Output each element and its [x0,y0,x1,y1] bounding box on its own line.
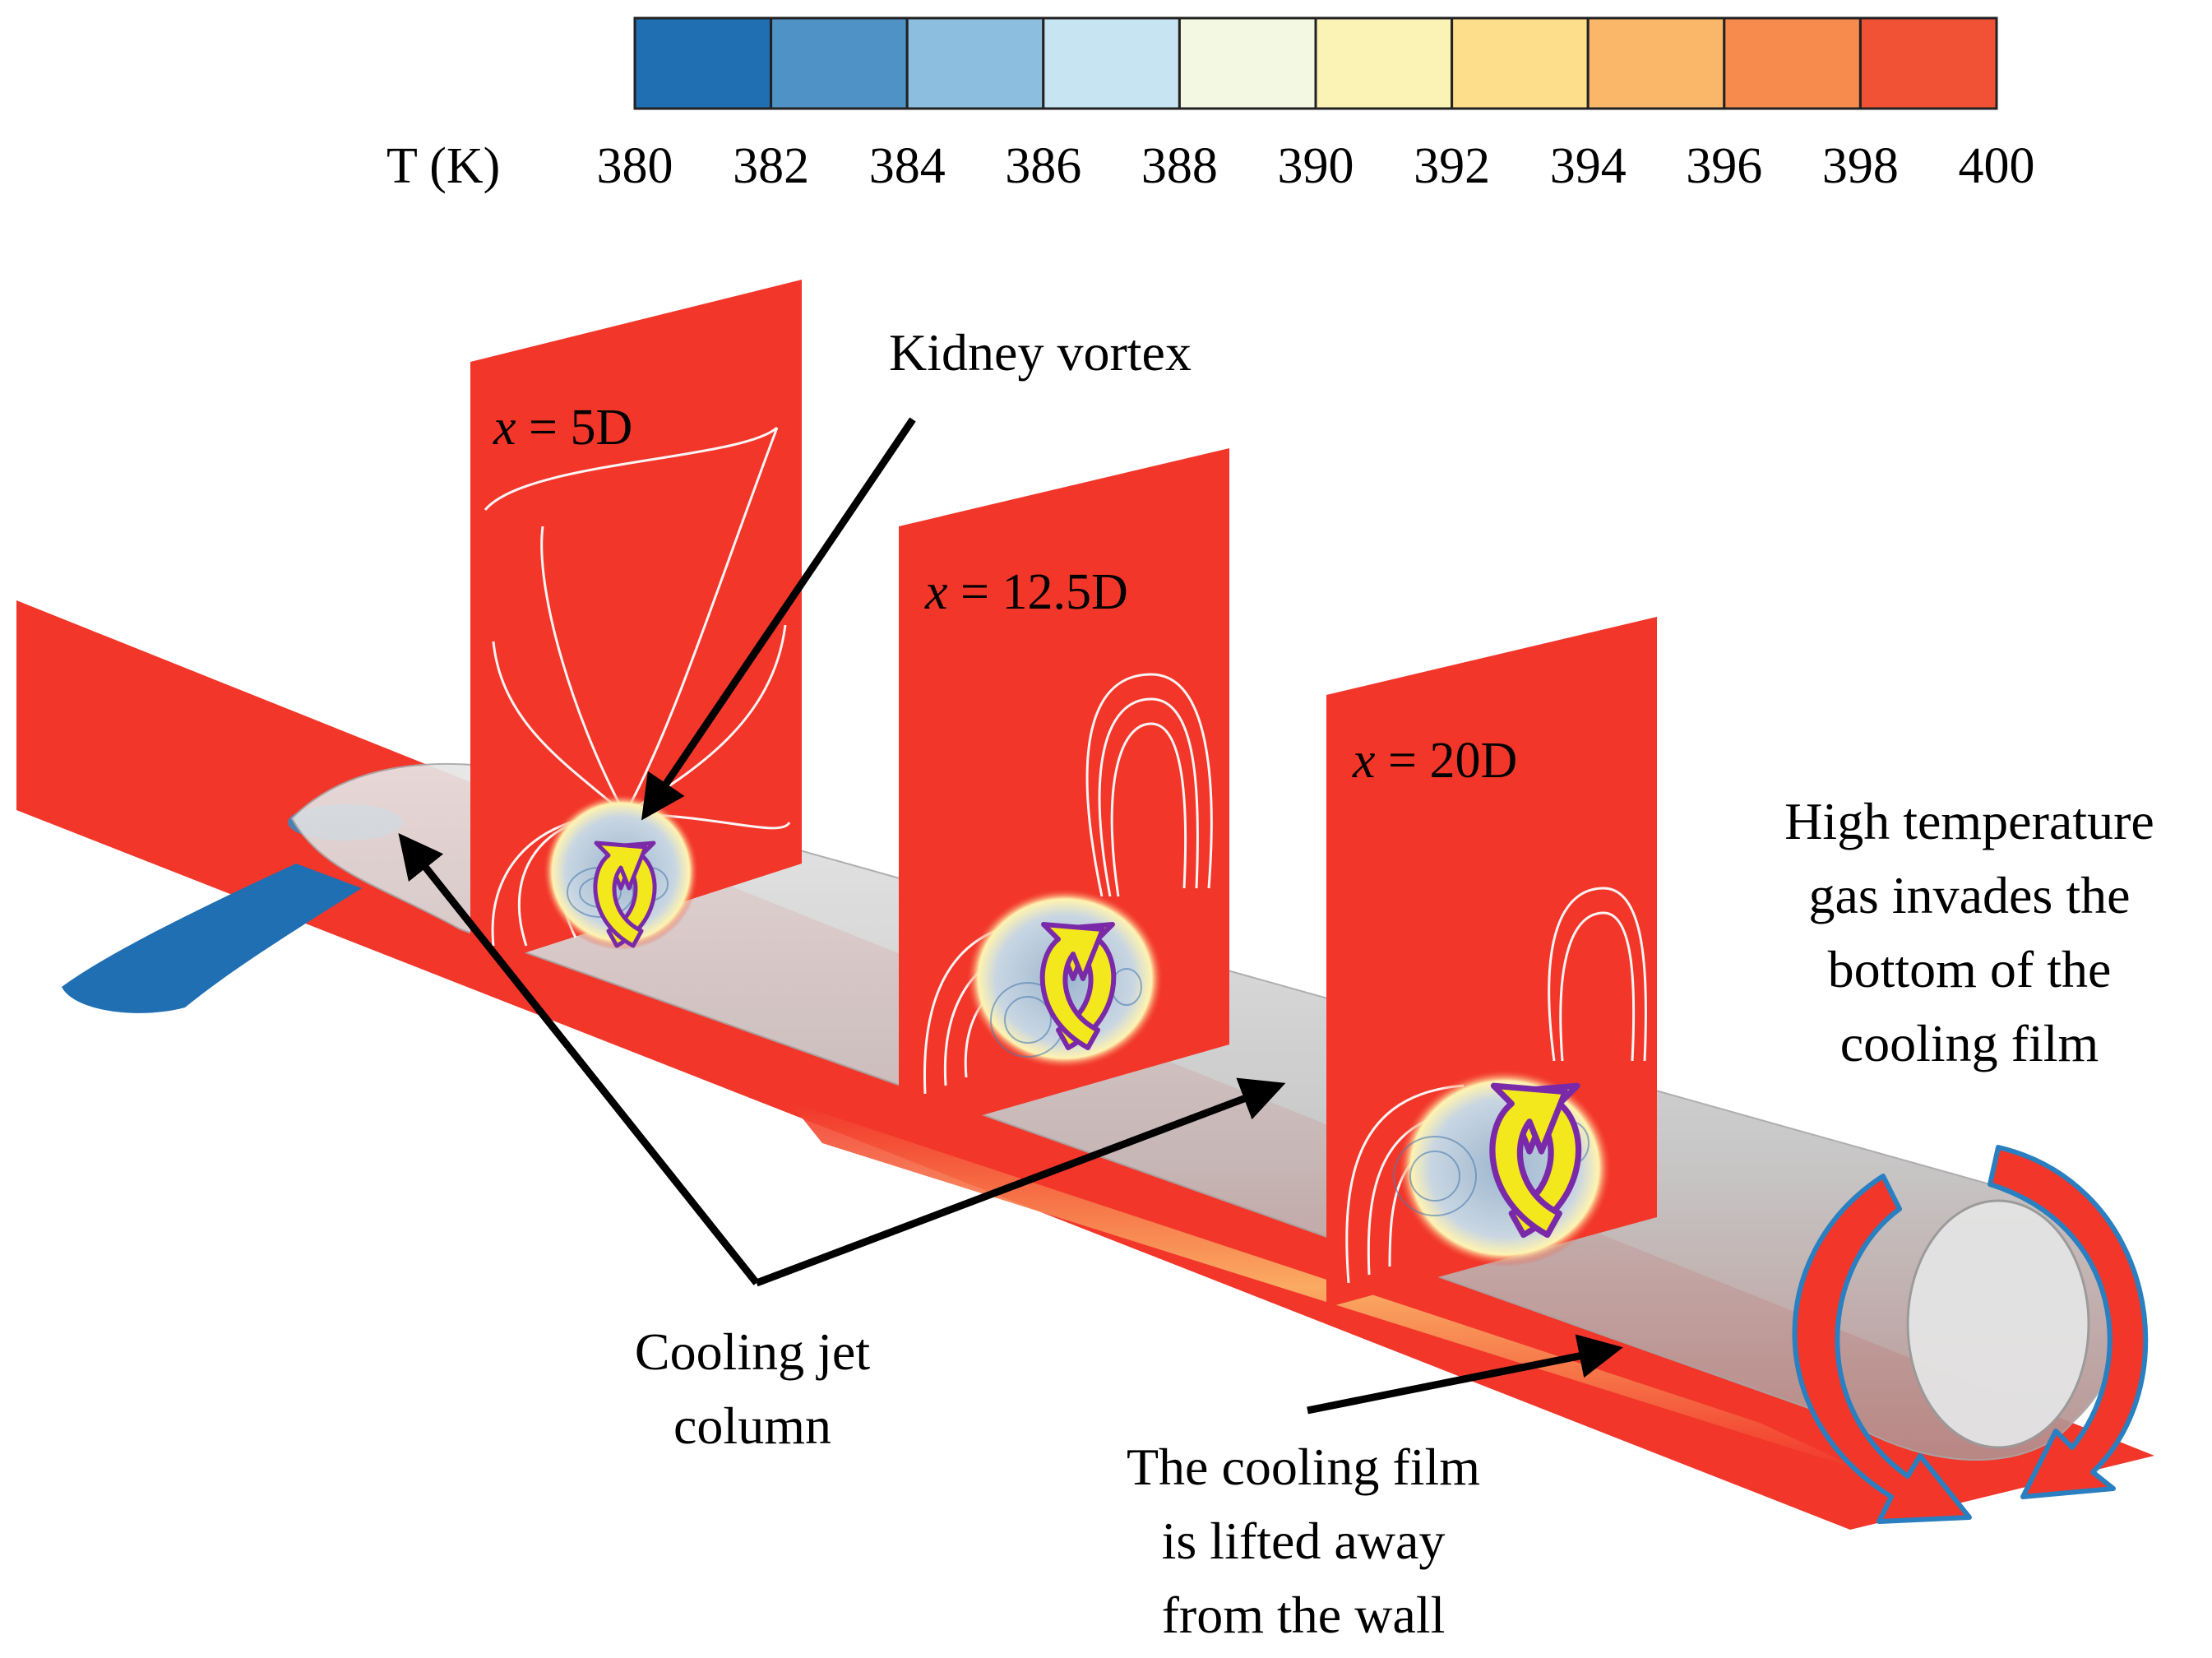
film-lifted-label-line3: from the wall [1162,1586,1446,1644]
colorbar-cell [770,16,909,110]
colorbar-tick-label: 396 [1686,138,1762,194]
kidney-vortex-arrows [593,841,1582,1239]
colorbar-cell [1586,16,1726,110]
arrow-kidney-vortex [641,417,916,821]
colorbar-cell [1042,16,1181,110]
plane-20d-label: x = 20D [1352,733,1517,789]
plane-20d: x = 20D [1326,617,1657,1308]
high-temp-label-line1: High temperature [1784,792,2154,850]
plane-12-5d-label: x = 12.5D [924,564,1128,620]
colorbar-cell [1178,16,1317,110]
colorbar-cell [1451,16,1590,110]
jet-column-end [1906,1199,2090,1449]
high-temp-label: High temperature gas invades the bottom … [1784,792,2154,1072]
colorbar-tick-label: 392 [1414,138,1490,194]
colorbar-cell [1858,16,1998,110]
film-lifted-label-line1: The cooling film [1127,1438,1480,1496]
plane-5d-surface [470,280,802,970]
colorbar-cell [633,16,773,110]
cooling-jet-label-line2: column [673,1396,831,1455]
colorbar-tick-label: 398 [1822,138,1899,194]
colorbar-tick-label: 382 [733,138,809,194]
hot-gas-arrow-right [1988,1145,2149,1499]
colorbar-tick-labels: 380 382 384 386 388 390 392 394 396 398 400 [597,138,2035,194]
coolant-inlet [62,864,362,1013]
colorbar: T (K) 380 382 384 386 388 390 392 394 396 398 400 [386,16,2035,194]
hot-gas-arrow-left [1792,1174,1972,1524]
hot-gas-arrows [1792,1145,2149,1524]
colorbar-cell [1723,16,1862,110]
callout-arrows [398,417,1623,1415]
colorbar-tick-label: 400 [1959,138,2035,194]
film-lifted-label: The cooling film is lifted away from the… [1127,1438,1480,1644]
colorbar-tick-label: 388 [1141,138,1218,194]
arrow-jet-column-left [398,832,760,1285]
colorbar-cell [1314,16,1454,110]
high-temp-label-line4: cooling film [1840,1014,2099,1072]
cooling-jet-label-line1: Cooling jet [635,1322,870,1381]
colorbar-label: T (K) [386,138,500,194]
film-lifted-label-line2: is lifted away [1162,1512,1446,1570]
high-temp-label-line2: gas invades the [1809,866,2131,924]
colorbar-tick-label: 384 [869,138,946,194]
colorbar-cell [905,16,1045,110]
vortex-arrows-20d [1489,1082,1582,1239]
colorbar-tick-label: 380 [597,138,673,194]
colorbar-tick-label: 386 [1005,138,1081,194]
colorbar-tick-label: 394 [1550,138,1627,194]
vortex-arrows-12-5d [1039,921,1117,1051]
plane-5d-label: x = 5D [493,400,632,456]
colorbar-tick-label: 390 [1278,138,1354,194]
vortex-arrows-5d [593,841,657,948]
arrow-jet-column-right [755,1077,1286,1287]
kidney-vortex-label: Kidney vortex [889,323,1192,382]
cooling-jet-label: Cooling jet column [635,1322,870,1455]
high-temp-label-line3: bottom of the [1828,940,2112,998]
arrow-film-lifted [1307,1334,1623,1415]
colorbar-cells [633,16,1998,110]
plane-12-5d: x = 12.5D [899,448,1229,1139]
